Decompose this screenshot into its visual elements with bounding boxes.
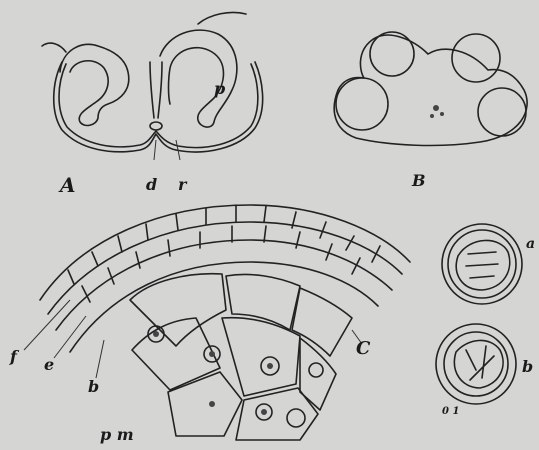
label-b-lower: b bbox=[88, 377, 99, 396]
label-scale: 0 1 bbox=[442, 406, 459, 417]
pollen-grain-b bbox=[436, 324, 516, 404]
label-e: e bbox=[44, 355, 54, 374]
label-c: C bbox=[356, 338, 371, 359]
label-r: r bbox=[178, 175, 188, 194]
label-d: d bbox=[146, 175, 157, 194]
panel-a-drawing bbox=[42, 12, 263, 160]
label-p: p bbox=[214, 79, 225, 98]
label-small-b: b bbox=[522, 357, 533, 376]
label-small-a: a bbox=[526, 236, 535, 252]
label-b-upper: B bbox=[411, 171, 426, 190]
inner-cells bbox=[130, 274, 352, 440]
panel-c-drawing bbox=[24, 205, 410, 440]
label-a: A bbox=[58, 173, 76, 197]
pollen-grain-a bbox=[442, 224, 522, 304]
label-pm: p m bbox=[100, 425, 134, 444]
label-f: f bbox=[9, 347, 20, 366]
panel-b-drawing bbox=[334, 32, 527, 145]
